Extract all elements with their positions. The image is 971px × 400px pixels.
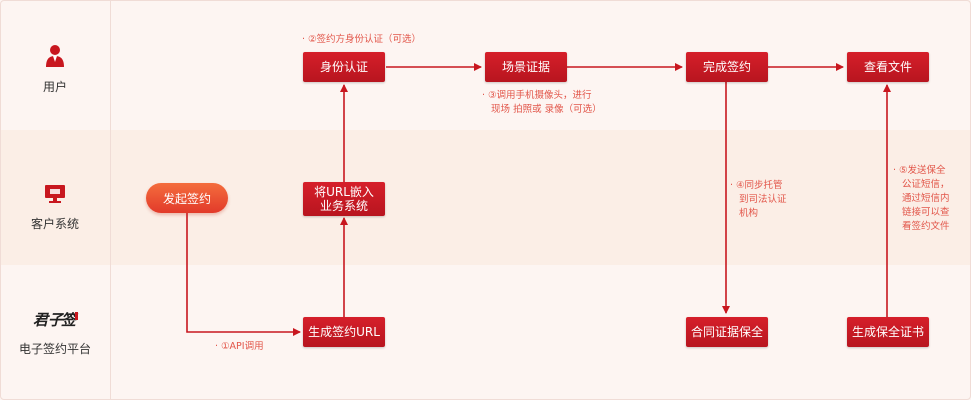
monitor-icon bbox=[0, 184, 110, 204]
svg-text:君子: 君子 bbox=[33, 311, 65, 329]
note-identity: · ②签约方身份认证（可选） bbox=[302, 34, 422, 45]
user-icon bbox=[0, 44, 110, 68]
junzi-logo: 君子 签 bbox=[0, 309, 110, 331]
node-initiate: 发起签约 bbox=[146, 183, 228, 213]
note-scene: · ③调用手机摄像头，进行 现场 拍照或 录像（可选） bbox=[482, 90, 602, 115]
lane-platform bbox=[0, 265, 971, 400]
lane-label-platform: 电子签约平台 bbox=[18, 342, 91, 356]
svg-text:签: 签 bbox=[61, 311, 79, 329]
lane-label-client: 客户系统 bbox=[30, 217, 79, 231]
node-complete: 完成签约 bbox=[686, 52, 768, 82]
node-scene: 场景证据 bbox=[485, 52, 567, 82]
note-api-call: · ①API调用 bbox=[215, 341, 264, 352]
lane-label-user: 用户 bbox=[42, 80, 67, 94]
node-cert: 生成保全证书 bbox=[847, 317, 929, 347]
node-identity: 身份认证 bbox=[303, 52, 385, 82]
lane-divider bbox=[110, 0, 111, 400]
note-sync: · ④同步托管 到司法认证 机构 bbox=[730, 180, 787, 219]
node-contract: 合同证据保全 bbox=[686, 317, 768, 347]
node-view: 查看文件 bbox=[847, 52, 929, 82]
node-embed: 将URL嵌入 业务系统 bbox=[303, 182, 385, 216]
node-genurl: 生成签约URL bbox=[303, 317, 385, 347]
arrow-initiate-genurl bbox=[186, 213, 301, 336]
note-sms: · ⑤发送保全 公证短信， 通过短信内 链接可以查 看签约文件 bbox=[893, 165, 950, 232]
